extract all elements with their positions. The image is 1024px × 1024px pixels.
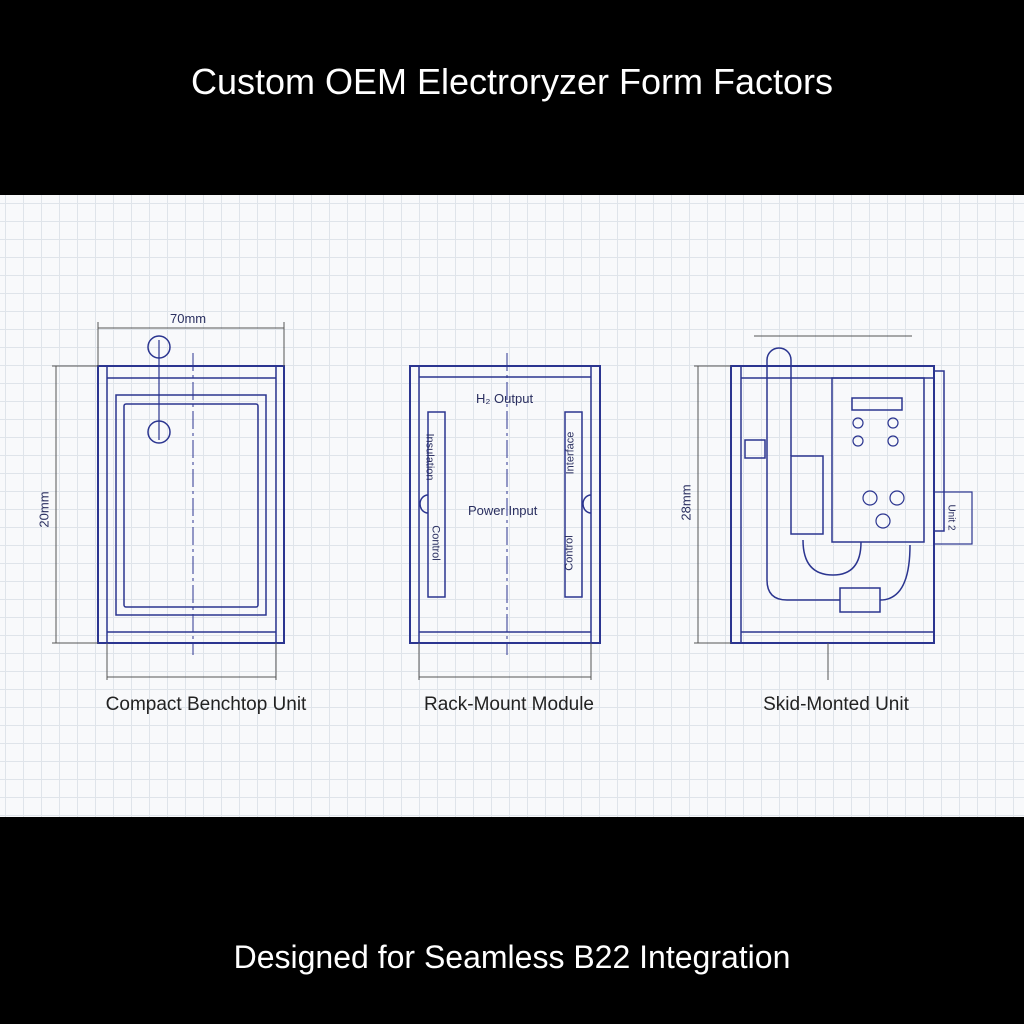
width-dimension: 70mm — [170, 311, 207, 326]
footer-tagline: Designed for Seamless B22 Integration — [233, 939, 791, 975]
skid-unit-drawing — [694, 335, 973, 680]
page-title: Custom OEM Electroryzer Form Factors — [190, 60, 834, 102]
skid-side-label: Unit 2 — [945, 504, 957, 531]
blueprint-sheet: 70mm 20mm Compact Benchtop Unit H₂ Outpu… — [0, 195, 1024, 817]
caption-skid: Skid-Monted Unit — [763, 694, 909, 715]
caption-benchtop: Compact Benchtop Unit — [105, 694, 307, 715]
left-panel-bottom-label: Control — [429, 525, 442, 561]
caption-rack-mount: Rack-Mount Module — [423, 694, 595, 715]
title-banner: Custom OEM Electroryzer Form Factors — [0, 0, 1024, 195]
right-panel-bottom-label: Control — [563, 535, 576, 571]
footer-banner: Designed for Seamless B22 Integration — [0, 817, 1024, 1024]
height-dimension: 20mm — [36, 491, 52, 528]
rack-mount-drawing — [409, 353, 601, 680]
skid-height-dimension: 28mm — [678, 484, 694, 521]
blueprint-drawing — [52, 322, 973, 680]
left-panel-top-label: Insulation — [423, 433, 436, 481]
power-input-label: Power Input — [468, 503, 538, 518]
benchtop-unit-drawing — [52, 322, 285, 680]
right-panel-top-label: Interface — [564, 431, 577, 475]
h2-output-label: H₂ Output — [476, 391, 534, 406]
